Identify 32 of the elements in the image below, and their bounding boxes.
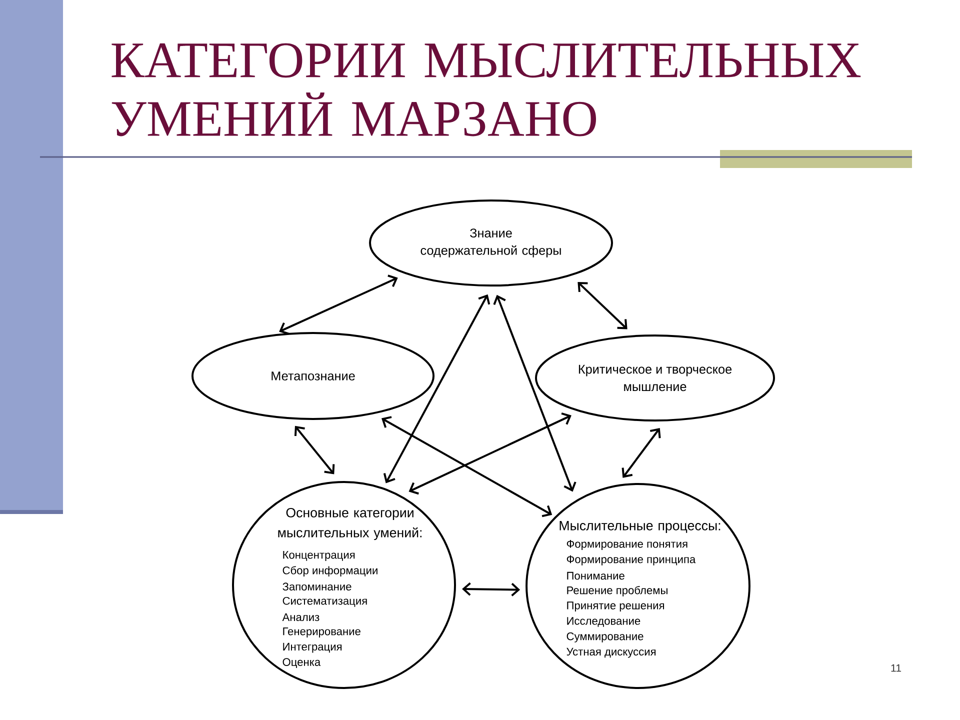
list-item: Концентрация bbox=[283, 551, 355, 561]
heading: Основные категории мыслительных умений: bbox=[278, 508, 422, 540]
page-number: 11 bbox=[891, 664, 902, 672]
ellipse-node: Знание содержательной сферы bbox=[369, 199, 613, 287]
list-item: Формирование принципа bbox=[566, 555, 696, 566]
list-item: Систематизация bbox=[282, 596, 367, 607]
heading: Мыслительные процессы: bbox=[560, 521, 720, 533]
list-item: Анализ bbox=[282, 613, 320, 622]
list-item: Формирование понятия bbox=[566, 540, 688, 550]
double-arrow bbox=[381, 416, 552, 518]
double-arrow bbox=[294, 426, 335, 474]
list-item: Сбор информации bbox=[282, 566, 378, 576]
double-arrow bbox=[622, 428, 661, 478]
title: КАТЕГОРИИ МЫСЛИТЕЛЬНЫХ УМЕНИЙ МАРЗАНО bbox=[112, 43, 861, 136]
list-item: Суммирование bbox=[566, 632, 644, 642]
list-item: Интеграция bbox=[283, 642, 342, 653]
list-item: Исследование bbox=[567, 617, 640, 627]
list-item: Решение проблемы bbox=[567, 586, 668, 596]
double-arrow bbox=[493, 294, 576, 492]
ellipse-node: Критическое и творческое мышление bbox=[535, 334, 775, 422]
list-item: Запоминание bbox=[282, 582, 352, 590]
double-arrow bbox=[462, 582, 520, 596]
double-arrow bbox=[383, 294, 490, 484]
list-item: Понимание bbox=[567, 572, 624, 580]
double-arrow bbox=[408, 412, 572, 495]
double-arrow bbox=[279, 274, 398, 335]
list-item: Генерирование bbox=[283, 628, 360, 638]
double-arrow bbox=[578, 282, 628, 330]
list-item: Устная дискуссия bbox=[566, 648, 656, 658]
list-item: Принятие решения bbox=[567, 602, 664, 612]
list-item: Оценка bbox=[282, 658, 321, 668]
ellipse-node: Метапознание bbox=[191, 332, 435, 420]
